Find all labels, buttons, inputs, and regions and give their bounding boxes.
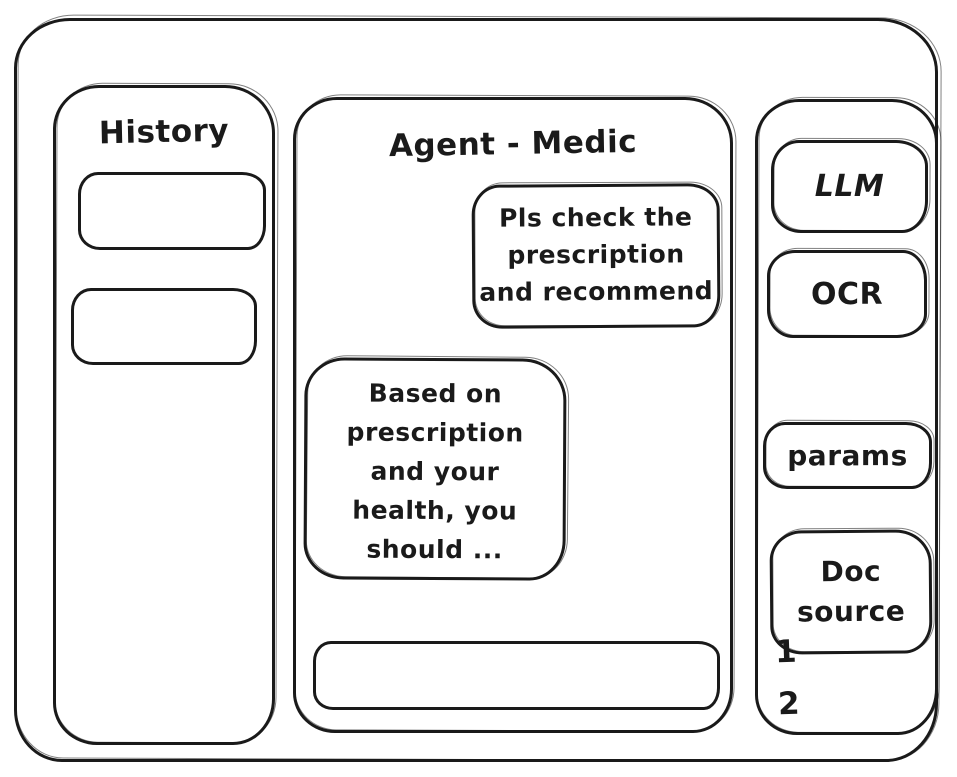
history-title: History [98,112,230,152]
doc-source-button-line: Doc [820,554,882,589]
user-message-line: and recommend [479,276,714,307]
doc-source-count-2: 2 [777,685,801,723]
history-panel: History [53,85,275,745]
user-message-bubble: Pls check the prescription and recommend [471,183,721,329]
assistant-message-line: Based on [368,378,503,409]
doc-source-button-line: source [796,594,906,629]
assistant-message-line: and your [370,456,500,487]
assistant-message-line: should ... [366,534,503,565]
assistant-message-line: health, you [352,495,518,526]
tools-panel: LLM OCR params Doc source 1 2 [755,99,938,735]
params-button-label: params [787,439,908,472]
history-item[interactable] [71,288,257,365]
assistant-message-line: prescription [346,417,524,448]
llm-button[interactable]: LLM [771,140,928,233]
chat-title: Agent - Medic [388,123,638,165]
app-frame: History Agent - Medic Pls check the pres… [14,18,938,762]
params-button[interactable]: params [763,422,932,489]
doc-source-count-1: 1 [774,633,798,671]
ocr-button-label: OCR [810,276,884,312]
user-message-line: Pls check the [498,202,693,233]
history-item[interactable] [78,172,266,250]
chat-panel: Agent - Medic Pls check the prescription… [293,97,733,733]
assistant-message-bubble: Based on prescription and your health, y… [303,357,567,581]
user-message-line: prescription [507,239,685,270]
llm-button-label: LLM [814,169,885,204]
ocr-button[interactable]: OCR [767,250,927,338]
chat-input[interactable] [313,641,720,710]
